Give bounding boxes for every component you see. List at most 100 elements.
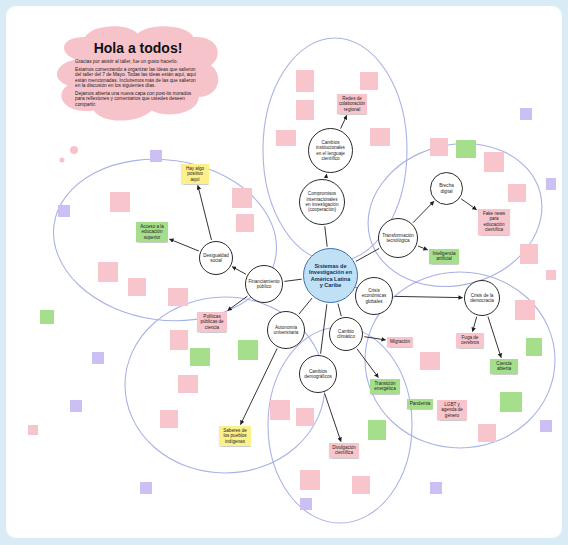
comment-square <box>70 400 82 412</box>
connector-arrow <box>364 337 385 340</box>
text-holder: Fuga de cerebros <box>458 335 482 346</box>
sticky-note <box>420 352 440 370</box>
text-holder: Transformación tecnológica <box>381 233 415 244</box>
topic-circle: Crisis de la democracia <box>464 280 500 316</box>
text-holder: LGBT y agenda de género <box>439 402 465 418</box>
connector-arrow <box>325 393 341 441</box>
connector-arrow <box>241 348 278 424</box>
node-text: Inteligencia artificial <box>431 251 457 262</box>
comment-square <box>546 178 556 190</box>
thought-bubble-dot <box>60 158 65 163</box>
node-text: Cambios demográficos <box>302 369 334 380</box>
sticky-note <box>456 140 476 158</box>
node-text: Fake news para educación científica <box>480 211 508 232</box>
sticky-note <box>238 340 258 360</box>
comment-square <box>58 205 70 217</box>
sticky-note <box>370 128 390 146</box>
text-holder: Cambio climático <box>332 329 360 340</box>
node-text: Transición energética <box>372 381 398 392</box>
petal <box>268 327 412 523</box>
connector-arrow <box>228 296 248 310</box>
text-holder: Cambios demográficos <box>302 369 334 380</box>
sticky-note: Transición energética <box>370 379 400 394</box>
sticky-note <box>368 420 386 440</box>
sticky-note: LGBT y agenda de género <box>437 400 467 420</box>
sticky-note <box>296 100 314 120</box>
sticky-note <box>98 262 118 282</box>
petal <box>43 145 287 335</box>
connector-arrow <box>321 304 327 353</box>
node-text: Crisis económicas globales <box>359 288 389 304</box>
text-holder: Compromisos internacionales en investiga… <box>304 191 340 212</box>
node-text: Acceso a la educación superior <box>138 224 166 240</box>
connector-arrow <box>341 116 347 129</box>
comment-square <box>520 108 532 120</box>
connector-arrow <box>418 246 428 250</box>
comment-square <box>40 310 54 324</box>
node-text: Autonomía universitaria <box>270 325 302 336</box>
node-text: Migración <box>389 339 411 344</box>
sticky-note <box>110 192 130 212</box>
text-holder: Crisis económicas globales <box>359 288 389 304</box>
comment-square <box>28 425 38 435</box>
comment-square <box>150 150 162 162</box>
text-holder: Redes de colaboración regional <box>339 96 365 112</box>
comment-square <box>140 482 152 494</box>
comment-square <box>300 498 312 510</box>
text-holder: Cambios institucionales en el lenguaje c… <box>314 140 348 161</box>
connector-arrow <box>170 239 199 251</box>
sticky-note: Pandemia <box>407 399 433 409</box>
sticky-note <box>300 470 320 490</box>
sticky-note <box>160 410 178 428</box>
text-holder: Acceso a la educación superior <box>138 224 166 240</box>
connector-arrow <box>338 304 341 317</box>
connector-arrow <box>299 298 312 314</box>
blank-sticky-notes <box>98 70 542 494</box>
sticky-note: Inteligencia artificial <box>429 249 459 264</box>
connector-arrow <box>461 199 476 210</box>
node-text: Crisis de la democracia <box>467 293 497 304</box>
topic-circle: Cambio climático <box>329 317 363 351</box>
sticky-note: Redes de colaboración regional <box>337 94 367 114</box>
node-text: Gracias por asistir al taller, fue un gu… <box>75 59 201 65</box>
comment-square <box>92 352 104 364</box>
text-holder: Divulgación científica <box>331 445 357 456</box>
sticky-note <box>178 375 198 393</box>
central-topic-circle: Sistemas de Investigación en América Lat… <box>303 248 358 303</box>
text-holder: Saberes de los pueblos indígenas <box>221 428 249 444</box>
text-holder: Ciencia abierta <box>492 361 516 372</box>
text-holder: Autonomía universitaria <box>270 325 302 336</box>
board <box>6 6 562 538</box>
sticky-note: Fuga de cerebros <box>456 333 484 348</box>
sticky-note <box>508 184 526 202</box>
sticky-note <box>190 348 210 366</box>
connector-arrow <box>284 279 301 281</box>
cloud-title: Hola a todos! <box>75 40 201 56</box>
text-holder: Transición energética <box>372 381 398 392</box>
text-holder: Migración <box>389 339 411 344</box>
comment-square <box>430 482 442 494</box>
connector-arrow <box>357 349 378 378</box>
node-text: Divulgación científica <box>331 445 357 456</box>
connector-arrow <box>232 267 246 274</box>
speech-cloud: Hola a todos! Gracias por asistir al tall… <box>50 20 225 133</box>
node-text: Cambios institucionales en el lenguaje c… <box>314 140 348 161</box>
topic-circle: Desigualdad social <box>199 241 233 275</box>
sticky-note <box>520 244 538 264</box>
comment-square <box>546 270 556 280</box>
connector-arrow <box>198 186 212 241</box>
sticky-note <box>168 288 188 306</box>
sticky-note <box>170 330 188 350</box>
sticky-note: Políticas públicas de ciencia <box>197 312 227 332</box>
text-holder: Financiamiento público <box>248 279 280 290</box>
connector-arrow <box>473 317 477 332</box>
sticky-note <box>128 278 146 296</box>
node-text: Desigualdad social <box>202 253 230 264</box>
node-text: Políticas públicas de ciencia <box>199 314 225 330</box>
node-text: Estamos comenzando a organizar las ideas… <box>75 67 201 89</box>
connector-arrow <box>356 248 379 261</box>
topic-circle: Crisis económicas globales <box>355 277 393 315</box>
node-text: Dejamos abierta una nueva capa con post-… <box>75 91 201 108</box>
sticky-note: Ciencia abierta <box>490 359 518 374</box>
